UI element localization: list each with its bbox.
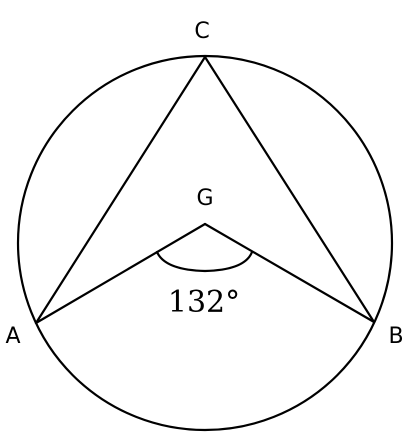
circumscribed-circle (16, 54, 394, 432)
label-c: C (194, 19, 209, 44)
label-a: A (5, 324, 20, 349)
segment-cb (203, 55, 376, 324)
angle-label: 132° (168, 285, 240, 320)
segment-ca (34, 55, 207, 325)
segment-ga (34, 222, 207, 325)
segment-gb (203, 222, 376, 324)
label-b: B (388, 324, 403, 349)
label-g: G (196, 186, 213, 211)
angle-arc (155, 250, 254, 273)
